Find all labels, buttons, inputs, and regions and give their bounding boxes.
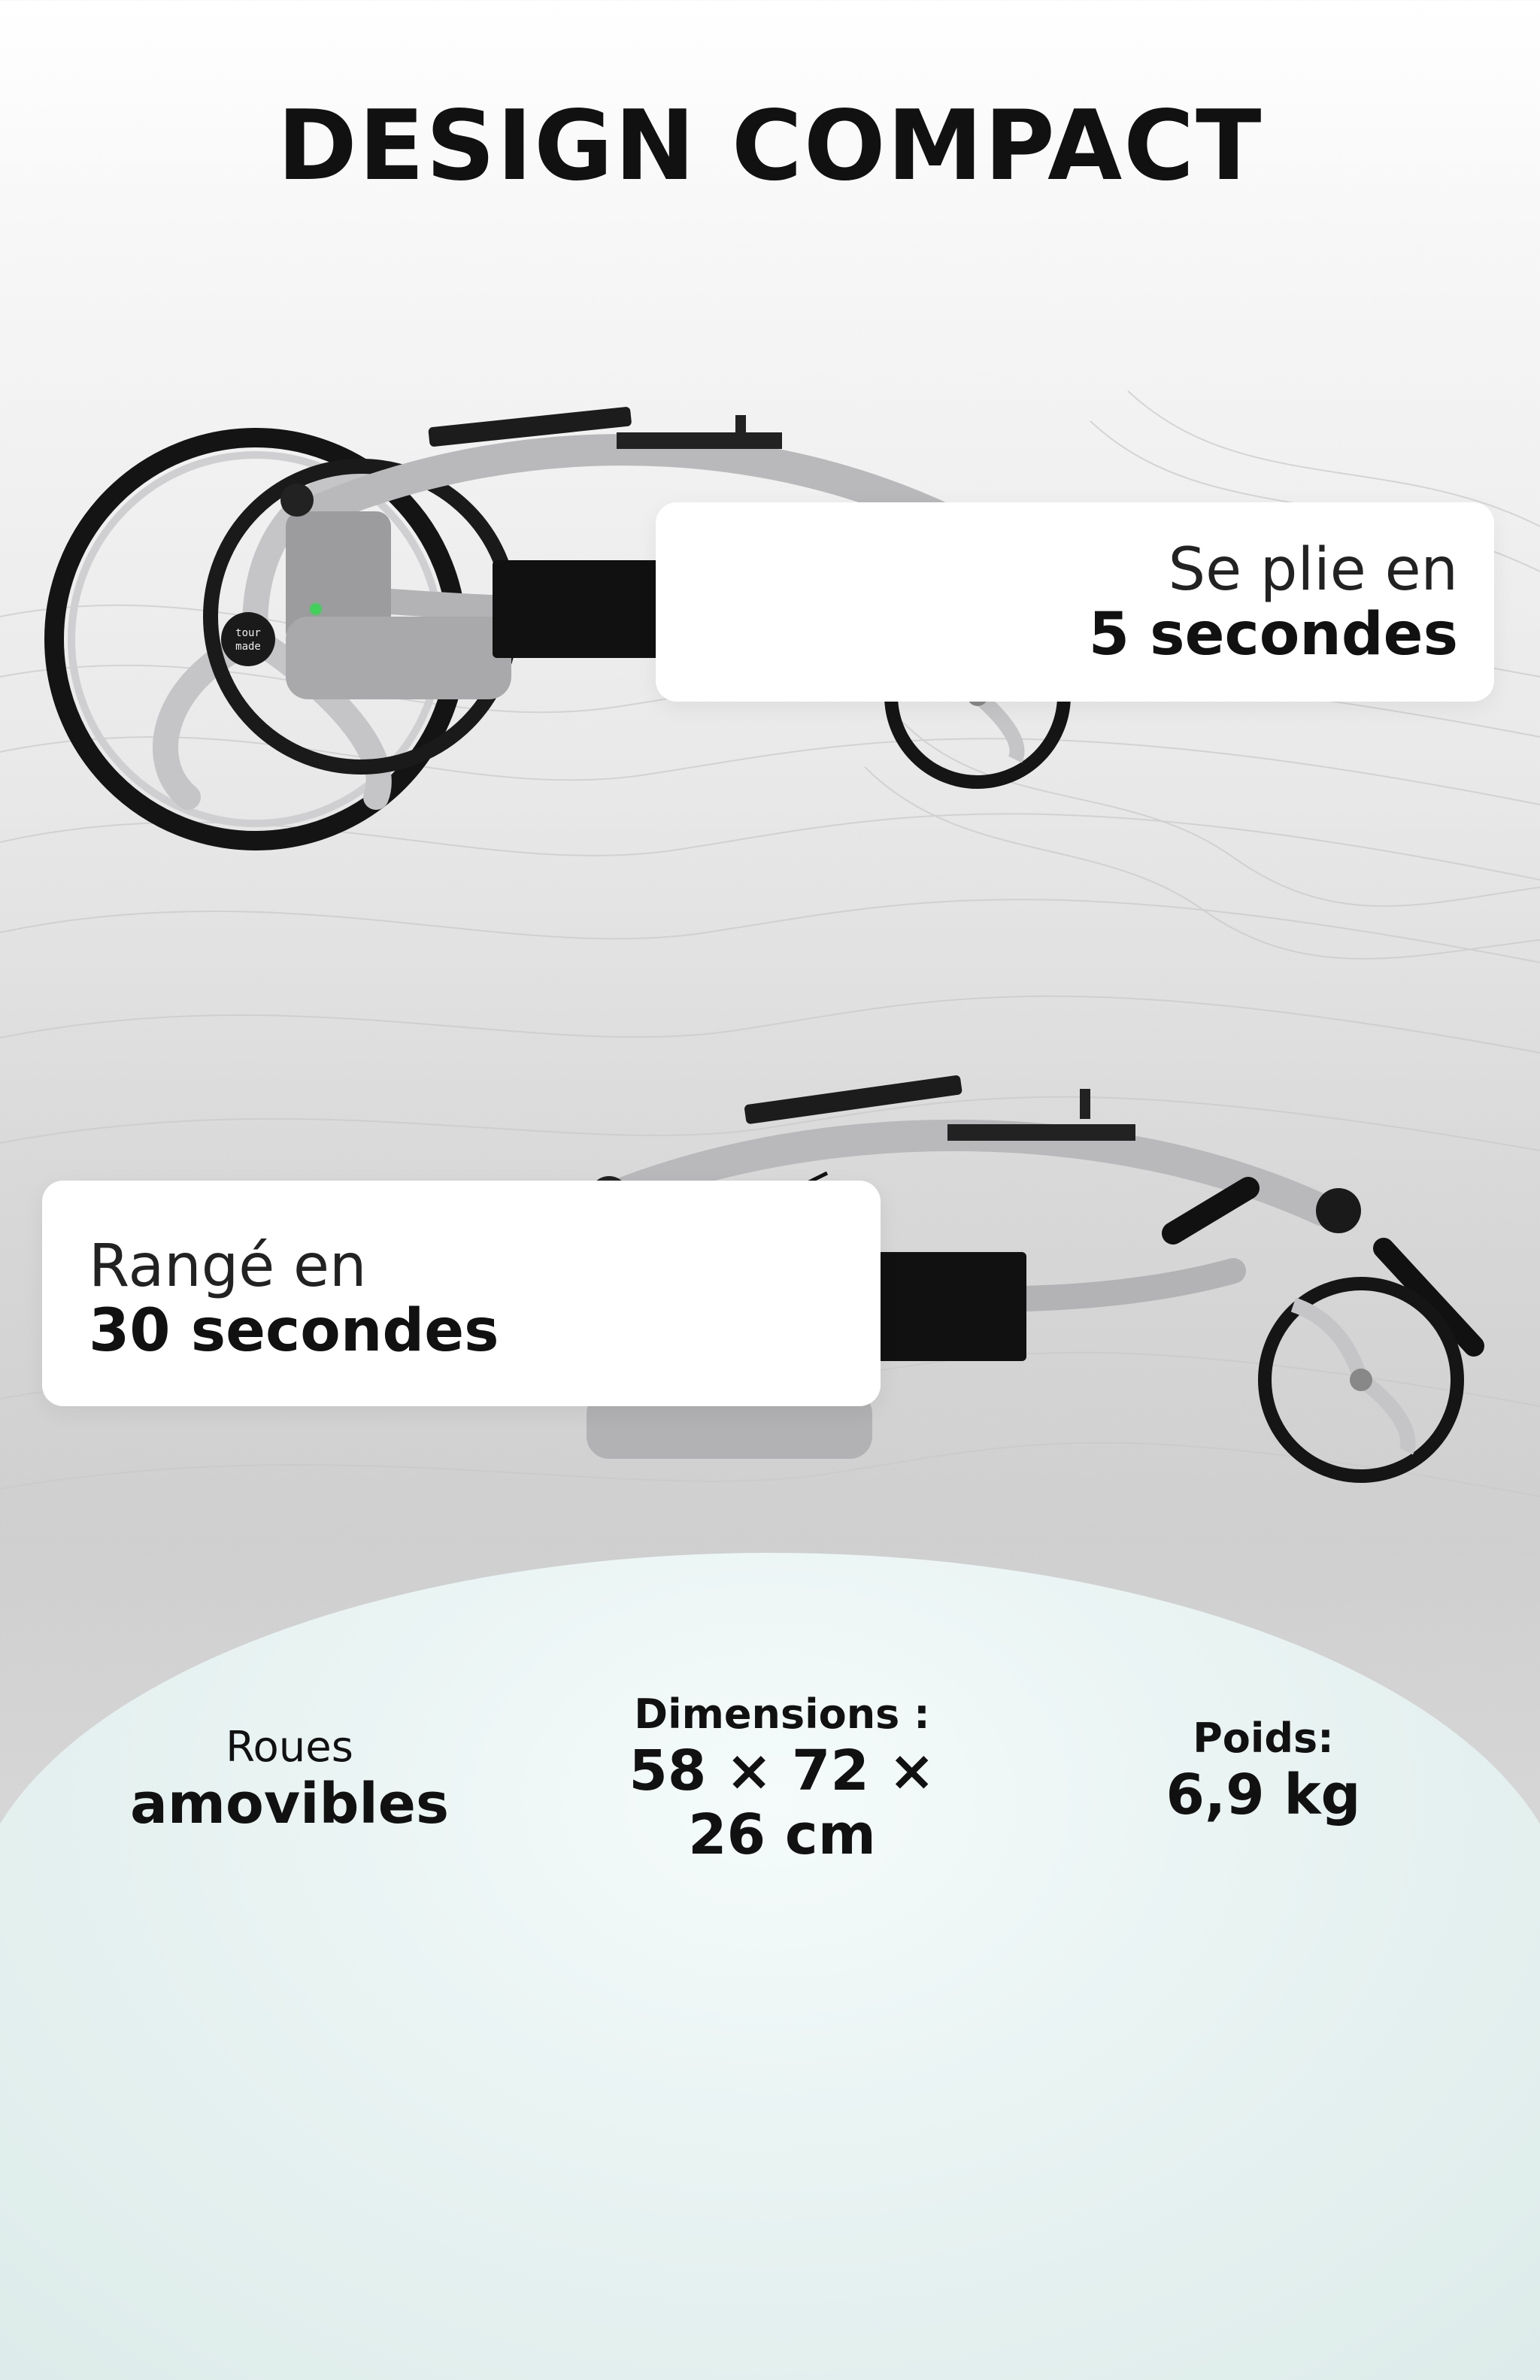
page-title: DESIGN COMPACT — [277, 90, 1263, 202]
feature-dimensions-value-1: 58 × 72 × — [629, 1738, 935, 1803]
svg-text:made: made — [235, 641, 261, 653]
fold-time-value: 5 secondes — [1088, 600, 1458, 669]
fold-time-label: Se plie en — [1168, 536, 1458, 604]
feature-dimensions-value-2: 26 cm — [688, 1802, 876, 1867]
feature-dimensions: Dimensions : 58 × 72 × 26 cm — [571, 1690, 993, 1867]
store-time-value: 30 secondes — [89, 1296, 499, 1365]
feature-dimensions-label: Dimensions : — [634, 1690, 930, 1738]
feature-wheels-value: amovibles — [129, 1772, 450, 1837]
feature-weight-value: 6,9 kg — [1166, 1762, 1361, 1827]
features-panel-background — [0, 1553, 1540, 2380]
hub-logo: tour — [235, 627, 261, 639]
feature-weight: Poids: 6,9 kg — [1068, 1715, 1459, 1827]
feature-wheels-label: Roues — [226, 1723, 353, 1772]
store-time-card: Rangé en 30 secondes — [42, 1181, 881, 1406]
store-time-label: Rangé en — [89, 1232, 367, 1300]
fold-time-card: Se plie en 5 secondes — [656, 502, 1494, 702]
feature-weight-label: Poids: — [1193, 1715, 1334, 1762]
feature-removable-wheels: Roues amovibles — [90, 1722, 489, 1836]
